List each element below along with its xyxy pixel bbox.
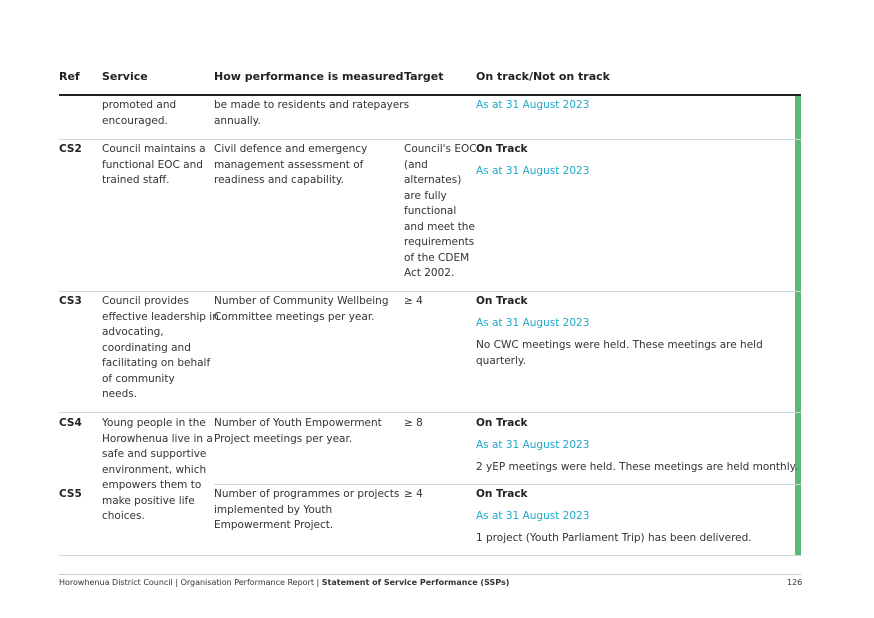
footer-text: Horowhenua District Council | Organisati… (59, 578, 509, 587)
row-divider (59, 139, 801, 140)
header-status: On track/Not on track (476, 70, 610, 83)
footer-prefix: Horowhenua District Council | Organisati… (59, 578, 322, 587)
cs2-target: Council's EOC (and alternates) are fully… (404, 143, 477, 279)
footer-section-title: Statement of Service Performance (SSPs) (321, 578, 510, 587)
row-divider (59, 555, 801, 556)
cs4-status: On Track (476, 417, 528, 429)
cs3-asat: As at 31 August 2023 (476, 317, 590, 329)
cs3-comment: No CWC meetings were held. These meeting… (476, 339, 763, 367)
cs3-service: Council provides effective leadership in… (102, 295, 219, 400)
row-divider (59, 412, 801, 413)
cs4-service: Young people in the Horowhenua live in a… (102, 417, 213, 522)
cs5-comment: 1 project (Youth Parliament Trip) has be… (476, 532, 752, 544)
cont-asat: As at 31 August 2023 (476, 99, 590, 111)
cs3-ref: CS3 (59, 295, 82, 307)
cs3-status: On Track (476, 295, 528, 307)
cs2-asat: As at 31 August 2023 (476, 165, 590, 177)
row-divider (59, 291, 801, 292)
cont-service: promoted and encouraged. (102, 99, 177, 127)
row-divider (214, 484, 801, 485)
cs2-service: Council maintains a functional EOC and t… (102, 143, 206, 186)
cs5-target: ≥ 4 (404, 488, 423, 500)
cs3-measure: Number of Community Wellbeing Committee … (214, 295, 389, 323)
cs4-asat: As at 31 August 2023 (476, 439, 590, 451)
cs2-measure: Civil defence and emergency management a… (214, 143, 368, 186)
cs5-measure: Number of programmes or projects impleme… (214, 488, 400, 531)
cs5-status: On Track (476, 488, 528, 500)
header-ref: Ref (59, 70, 80, 83)
cs4-target: ≥ 8 (404, 417, 423, 429)
cs5-ref: CS5 (59, 488, 82, 500)
cs4-comment: 2 yEP meetings were held. These meetings… (476, 461, 798, 473)
footer-rule (59, 574, 801, 575)
cs2-ref: CS2 (59, 143, 82, 155)
cs5-asat: As at 31 August 2023 (476, 510, 590, 522)
cs4-ref: CS4 (59, 417, 82, 429)
cs4-measure: Number of Youth Empowerment Project meet… (214, 417, 382, 445)
cs3-target: ≥ 4 (404, 295, 423, 307)
header-rule (59, 94, 801, 96)
header-service: Service (102, 70, 148, 83)
header-measure: How performance is measured (214, 70, 404, 83)
header-target: Target (404, 70, 444, 83)
page-number: 126 (787, 578, 803, 587)
status-accent-bar (795, 96, 801, 556)
cs2-status: On Track (476, 143, 528, 155)
cont-measure: be made to residents and ratepayers annu… (214, 99, 410, 127)
